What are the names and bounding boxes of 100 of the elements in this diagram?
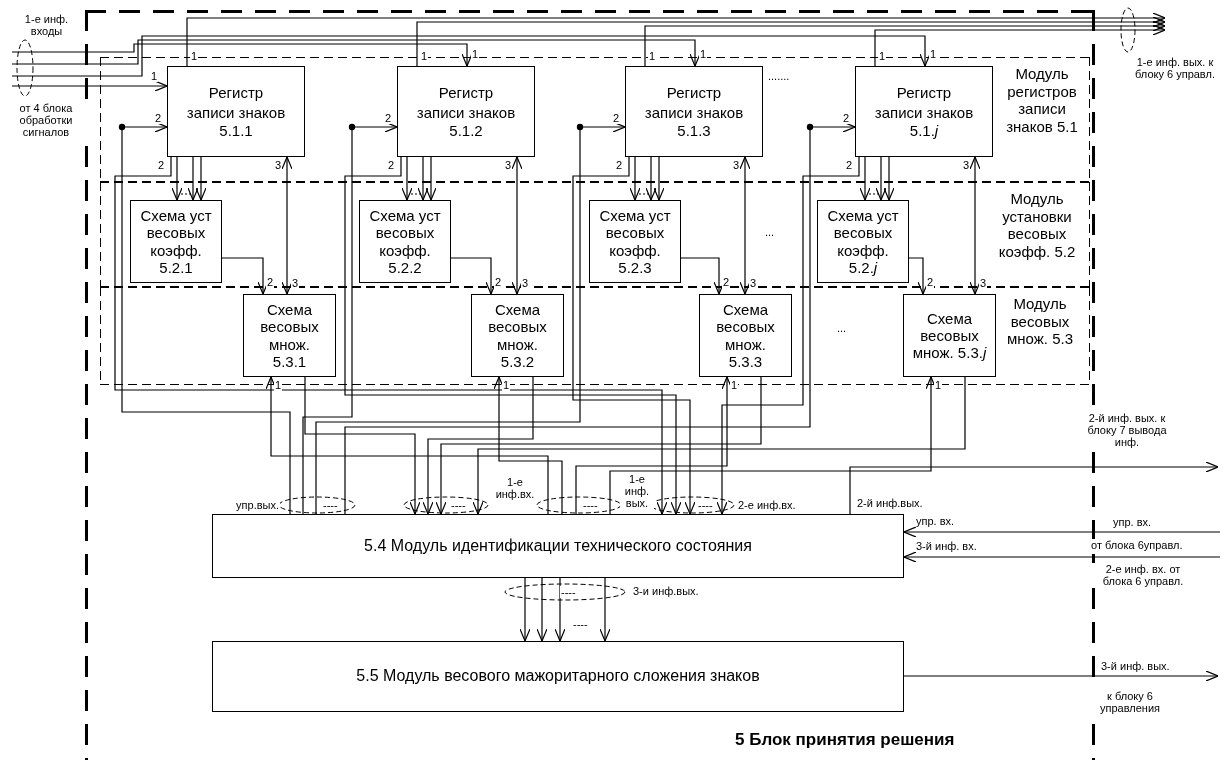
port-number: 2 xyxy=(842,112,851,125)
arrow xyxy=(903,551,1221,563)
arrow xyxy=(114,156,668,515)
edge-label: 2-й инф.вых. xyxy=(856,497,924,510)
block-box xyxy=(903,294,996,377)
block-label: 5.4 Модуль идентификации технического состояния xyxy=(364,536,752,556)
port-number: 3 xyxy=(274,159,283,172)
block-box xyxy=(212,514,904,578)
signal-label: от блока 6управл. xyxy=(1090,539,1184,552)
port-number: 2 xyxy=(615,159,624,172)
port-number: 1 xyxy=(502,379,511,392)
arrow xyxy=(435,376,762,515)
arrow xyxy=(281,156,293,295)
arrow xyxy=(416,16,1166,67)
port-number: 2 xyxy=(612,112,621,125)
arrow xyxy=(344,156,682,515)
arrow xyxy=(653,156,665,201)
arrow xyxy=(121,121,291,515)
module-label: Модуль весовых множ. 5.3 xyxy=(1006,295,1074,349)
block-label: Регистр xyxy=(438,84,494,102)
block-box xyxy=(817,200,909,283)
block-label: Схема весовых множ. 5.3.3 xyxy=(715,301,776,370)
arrow xyxy=(417,156,429,201)
port-number: 3 xyxy=(979,277,988,290)
arrow xyxy=(572,156,696,515)
arrow xyxy=(575,376,733,515)
port-number: 2 xyxy=(387,159,396,172)
module-frame xyxy=(100,182,1090,287)
port-number: 2 xyxy=(722,276,731,289)
port-number: 2 xyxy=(266,276,275,289)
arrow xyxy=(903,526,1221,538)
arrow xyxy=(629,156,641,201)
block-label: записи знаков 5.1.j xyxy=(873,104,975,139)
arrow xyxy=(450,257,497,295)
block-label: записи знаков 5.1.1 xyxy=(185,104,287,139)
block-label: записи знаков 5.1.3 xyxy=(643,104,745,139)
block-box xyxy=(212,641,904,712)
arrow xyxy=(195,156,207,201)
port-number: 1 xyxy=(190,50,199,63)
block-box xyxy=(589,200,681,283)
arrow xyxy=(680,257,725,295)
arrow xyxy=(599,577,611,642)
port-number: 2 xyxy=(157,159,166,172)
port-number: 2 xyxy=(154,112,163,125)
arrow xyxy=(265,376,549,515)
ellipsis-mark: ---- xyxy=(560,586,577,599)
block-label: Регистр xyxy=(208,84,264,102)
arrow xyxy=(472,376,966,515)
edge-label: 3-й инф. вх. xyxy=(915,540,978,553)
arrow xyxy=(422,376,534,515)
port-number: 2 xyxy=(384,112,393,125)
block-label: Регистр xyxy=(896,84,952,102)
module-label: Модуль регистров записи знаков 5.1 xyxy=(1005,65,1079,136)
signal-label: 1-е инф. вых. xyxy=(620,473,654,510)
arrow xyxy=(609,376,937,515)
block-label: Схема весовых множ. 5.3.j xyxy=(912,309,987,362)
arrow xyxy=(536,577,548,642)
arrow xyxy=(171,156,183,201)
arrow xyxy=(11,43,473,67)
port-number: 1 xyxy=(878,50,887,63)
edge-label: 3-й инф. вых. xyxy=(1100,660,1171,673)
block-box xyxy=(855,66,993,157)
block-box xyxy=(130,200,222,283)
arrow xyxy=(644,20,1166,67)
arrow xyxy=(849,461,1219,515)
arrow xyxy=(883,156,895,201)
module-label: Модуль установки весовых коэфф. 5.2 xyxy=(997,190,1077,261)
port-number: 1 xyxy=(274,379,283,392)
port-number: 3 xyxy=(521,277,530,290)
arrow xyxy=(187,156,199,201)
port-number: 3 xyxy=(504,159,513,172)
arrow xyxy=(11,35,931,77)
port-number: 1 xyxy=(420,50,429,63)
port-number: 3 xyxy=(962,159,971,172)
port-number: 3 xyxy=(749,277,758,290)
arrow xyxy=(401,156,413,201)
arrow xyxy=(903,670,1219,682)
arrow xyxy=(645,156,657,201)
port-number: 1 xyxy=(929,48,938,61)
block-label: 5.5 Модуль весового мажоритарного сложения знаков xyxy=(356,667,760,686)
arrow xyxy=(11,39,701,67)
arrow xyxy=(11,80,168,92)
block-label: Схема весовых множ. 5.3.1 xyxy=(259,301,320,370)
block-box xyxy=(167,66,305,157)
block-label: Схема уст весовых коэфф. 5.2.2 xyxy=(368,207,442,276)
arrow xyxy=(511,156,523,295)
arrow xyxy=(186,12,1166,67)
block-label: записи знаков 5.1.2 xyxy=(415,104,517,139)
arrow xyxy=(315,121,626,515)
arrow xyxy=(554,577,566,642)
port-number: 1 xyxy=(471,48,480,61)
block-box xyxy=(397,66,535,157)
port-number: 2 xyxy=(494,276,503,289)
arrow xyxy=(874,24,1166,67)
arrow xyxy=(344,121,856,515)
arrow xyxy=(493,376,563,515)
arrow xyxy=(519,577,531,642)
port-number: 1 xyxy=(699,48,708,61)
block-label: Схема уст весовых коэфф. 5.2.j xyxy=(826,207,900,276)
arrow xyxy=(425,156,437,201)
